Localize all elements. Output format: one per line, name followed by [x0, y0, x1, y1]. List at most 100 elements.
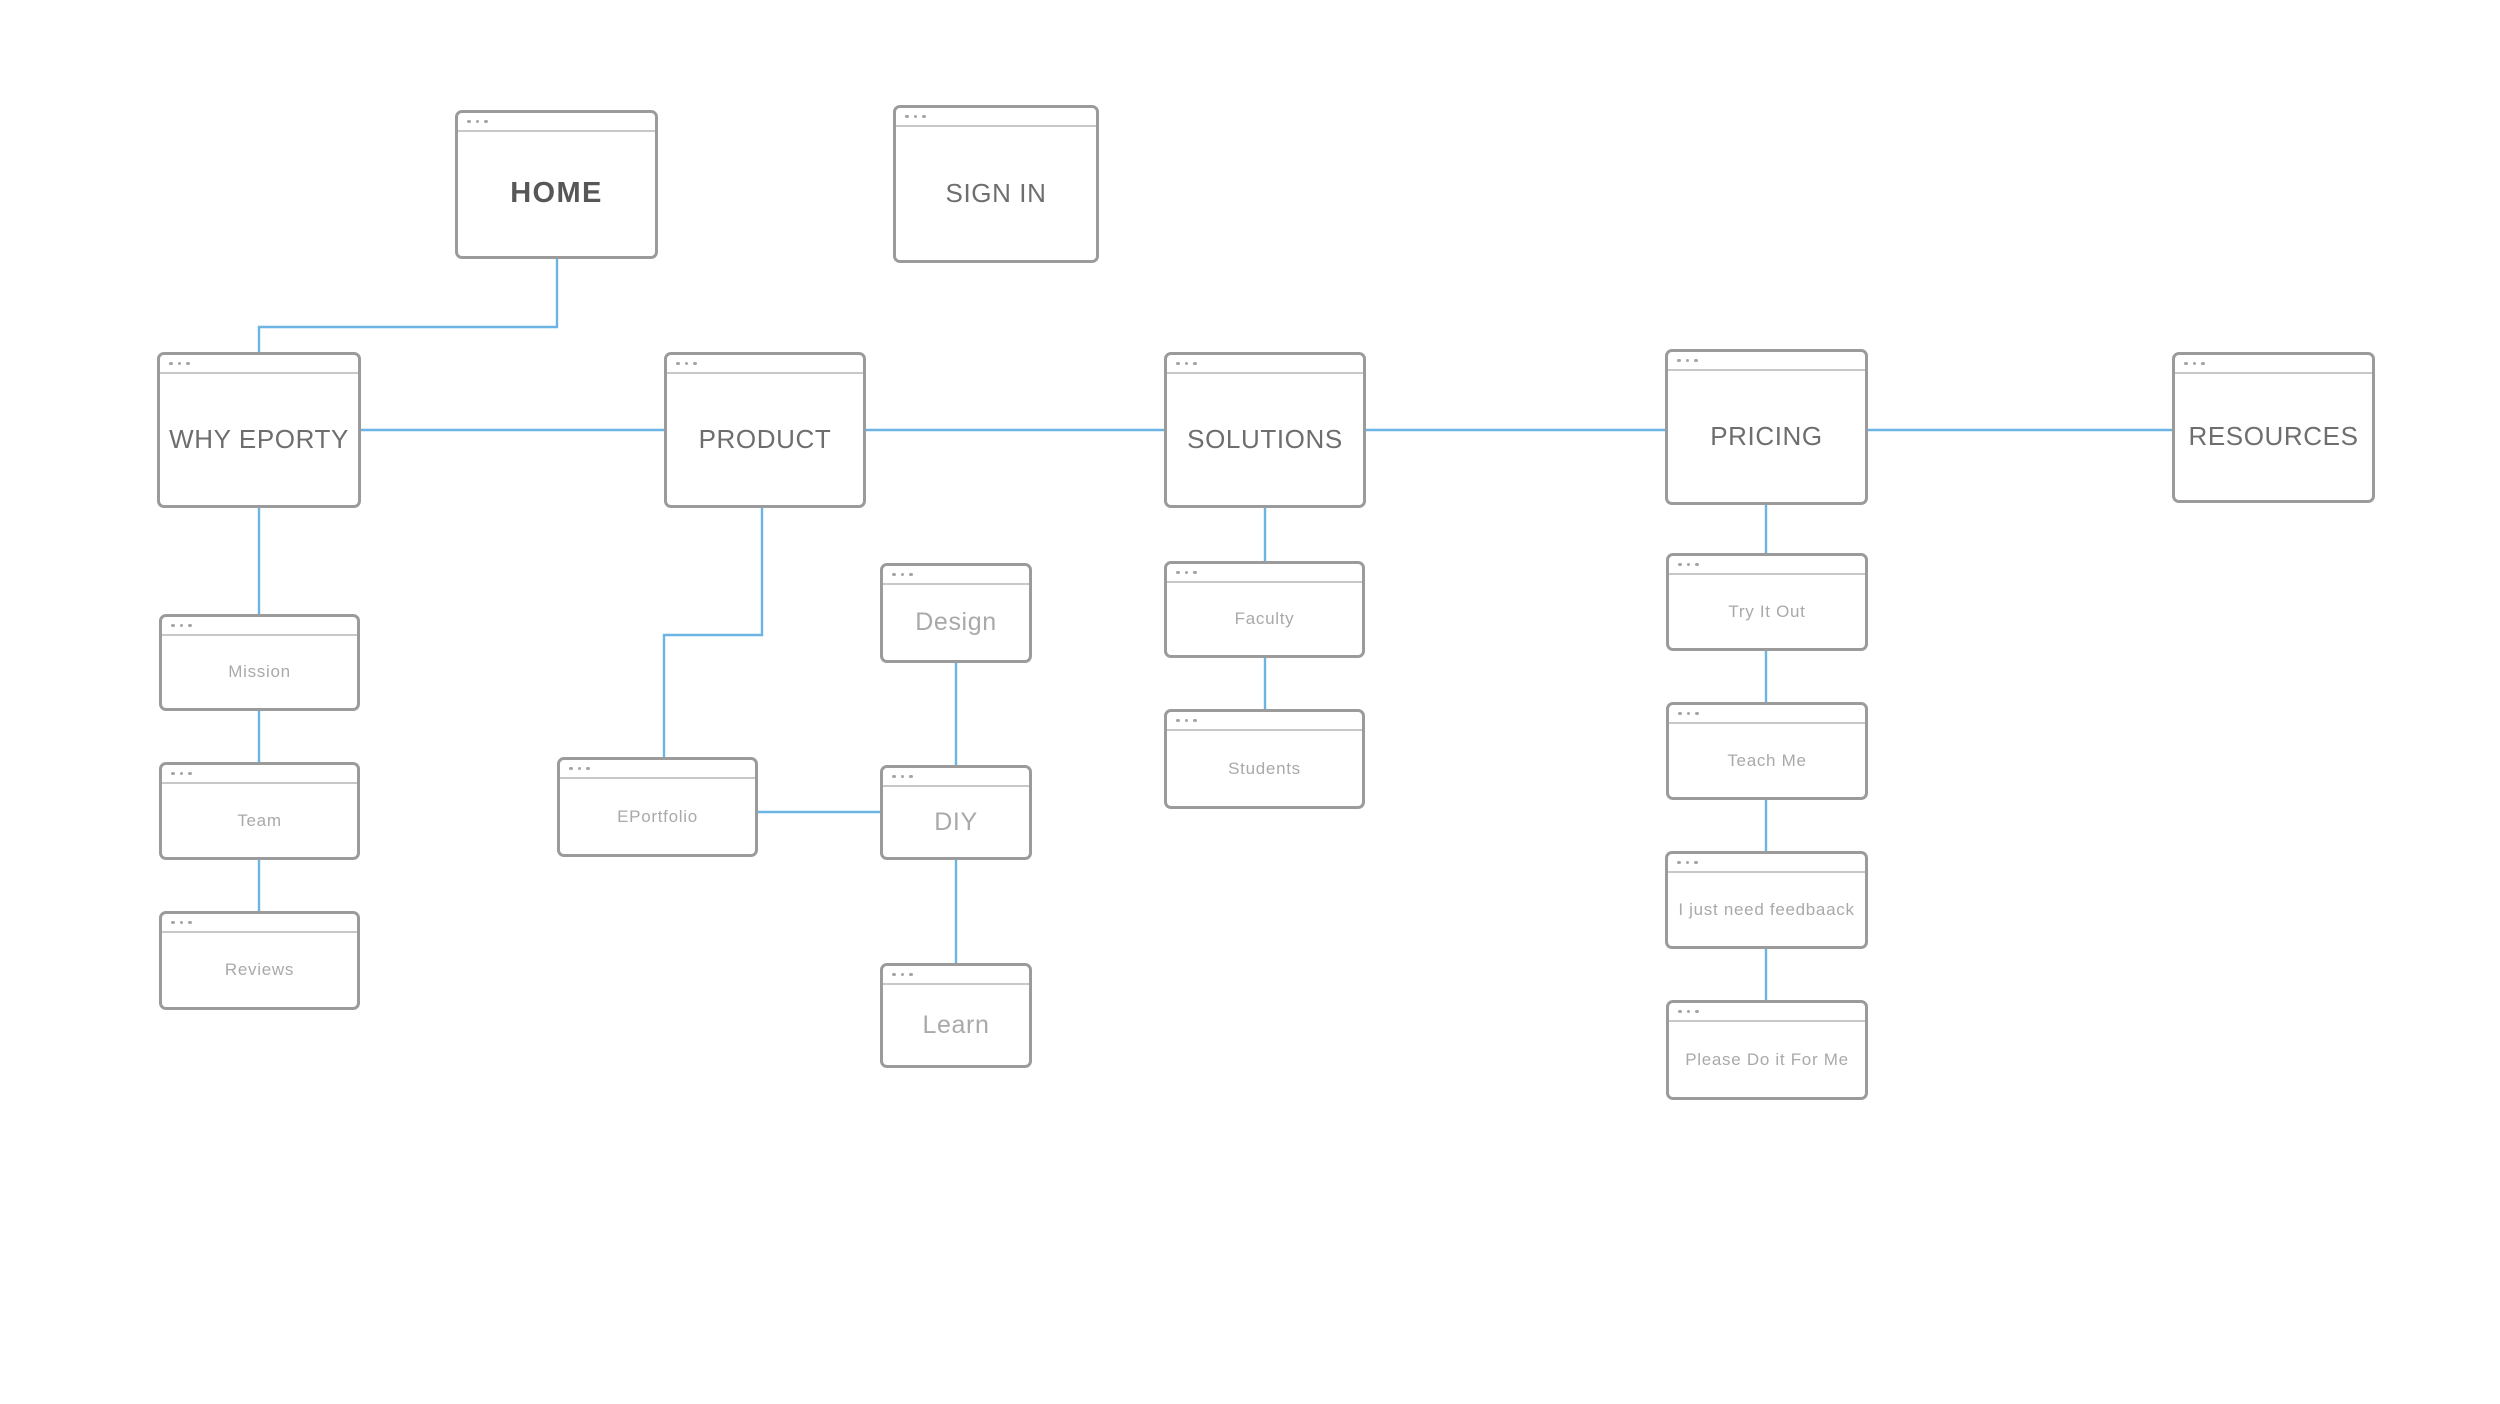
window-chrome	[1167, 564, 1362, 583]
window-dots-icon	[1677, 358, 1698, 363]
node-body: Students	[1167, 731, 1362, 806]
node-label-solutions: SOLUTIONS	[1187, 423, 1343, 454]
window-chrome	[1669, 705, 1865, 724]
node-body: Mission	[162, 636, 357, 708]
node-product[interactable]: PRODUCT	[664, 352, 866, 508]
node-label-reviews: Reviews	[224, 960, 295, 980]
node-do-it-for-me[interactable]: Please Do it For Me	[1666, 1000, 1868, 1100]
node-label-teach-me: Teach Me	[1727, 750, 1807, 770]
window-chrome	[1167, 712, 1362, 731]
window-chrome	[560, 760, 755, 779]
node-label-pricing: PRICING	[1710, 420, 1823, 451]
window-chrome	[162, 617, 357, 636]
window-dots-icon	[171, 771, 192, 776]
window-dots-icon	[169, 361, 190, 366]
node-feedback[interactable]: I just need feedbaack	[1665, 851, 1868, 949]
window-chrome	[883, 768, 1029, 787]
node-label-do-it-for-me: Please Do it For Me	[1685, 1049, 1849, 1069]
node-label-try-it-out: Try It Out	[1728, 601, 1806, 621]
window-chrome	[883, 966, 1029, 985]
window-dots-icon	[1677, 860, 1698, 865]
window-chrome	[162, 765, 357, 784]
node-diy[interactable]: DIY	[880, 765, 1032, 860]
window-dots-icon	[676, 361, 697, 366]
window-chrome	[1669, 556, 1865, 575]
node-body: SIGN IN	[896, 127, 1096, 260]
window-chrome	[1669, 1003, 1865, 1022]
node-body: WHY EPORTY	[160, 374, 358, 505]
node-body: I just need feedbaack	[1668, 873, 1865, 946]
node-body: PRICING	[1668, 371, 1865, 502]
window-chrome	[1668, 352, 1865, 371]
node-pricing[interactable]: PRICING	[1665, 349, 1868, 505]
window-dots-icon	[1678, 562, 1699, 567]
node-try-it-out[interactable]: Try It Out	[1666, 553, 1868, 651]
node-eportfolio[interactable]: EPortfolio	[557, 757, 758, 857]
node-label-design: Design	[915, 608, 997, 637]
node-body: Teach Me	[1669, 724, 1865, 797]
node-label-why-eporty: WHY EPORTY	[169, 423, 349, 454]
window-chrome	[1167, 355, 1363, 374]
window-dots-icon	[892, 774, 913, 779]
node-body: HOME	[458, 132, 655, 256]
window-dots-icon	[892, 572, 913, 577]
window-dots-icon	[467, 119, 488, 124]
node-label-faculty: Faculty	[1234, 609, 1295, 629]
node-label-students: Students	[1228, 758, 1301, 778]
node-why-eporty[interactable]: WHY EPORTY	[157, 352, 361, 508]
node-sign-in[interactable]: SIGN IN	[893, 105, 1099, 263]
node-label-feedback: I just need feedbaack	[1678, 899, 1855, 919]
node-body: Please Do it For Me	[1669, 1022, 1865, 1097]
node-label-home: HOME	[510, 177, 603, 210]
window-dots-icon	[1678, 1009, 1699, 1014]
window-dots-icon	[892, 972, 913, 977]
window-chrome	[458, 113, 655, 132]
node-body: Learn	[883, 985, 1029, 1065]
node-solutions[interactable]: SOLUTIONS	[1164, 352, 1366, 508]
node-label-learn: Learn	[922, 1010, 990, 1039]
node-label-resources: RESOURCES	[2188, 421, 2359, 452]
window-chrome	[896, 108, 1096, 127]
window-dots-icon	[2184, 361, 2205, 366]
node-label-mission: Mission	[228, 662, 291, 682]
node-students[interactable]: Students	[1164, 709, 1365, 809]
node-label-eportfolio: EPortfolio	[617, 806, 698, 826]
node-home[interactable]: HOME	[455, 110, 658, 259]
node-label-team: Team	[237, 810, 282, 830]
node-body: Team	[162, 784, 357, 857]
window-chrome	[883, 566, 1029, 585]
node-body: PRODUCT	[667, 374, 863, 505]
node-body: Faculty	[1167, 583, 1362, 655]
window-dots-icon	[171, 920, 192, 925]
window-dots-icon	[569, 766, 590, 771]
connector-product-to-eportfolio	[662, 508, 764, 757]
window-chrome	[1668, 854, 1865, 873]
node-body: EPortfolio	[560, 779, 755, 854]
node-faculty[interactable]: Faculty	[1164, 561, 1365, 658]
node-body: RESOURCES	[2175, 374, 2372, 500]
node-body: Design	[883, 585, 1029, 660]
node-teach-me[interactable]: Teach Me	[1666, 702, 1868, 800]
window-dots-icon	[1176, 570, 1197, 575]
node-label-sign-in: SIGN IN	[945, 177, 1047, 208]
node-team[interactable]: Team	[159, 762, 360, 860]
node-design[interactable]: Design	[880, 563, 1032, 663]
window-chrome	[160, 355, 358, 374]
node-learn[interactable]: Learn	[880, 963, 1032, 1068]
node-reviews[interactable]: Reviews	[159, 911, 360, 1010]
window-chrome	[2175, 355, 2372, 374]
node-body: Try It Out	[1669, 575, 1865, 648]
node-body: Reviews	[162, 933, 357, 1007]
node-label-product: PRODUCT	[698, 423, 832, 454]
node-resources[interactable]: RESOURCES	[2172, 352, 2375, 503]
node-body: SOLUTIONS	[1167, 374, 1363, 505]
window-dots-icon	[171, 623, 192, 628]
window-dots-icon	[1176, 718, 1197, 723]
window-dots-icon	[905, 114, 926, 119]
connector-home-to-why-eporty	[257, 259, 559, 352]
window-chrome	[162, 914, 357, 933]
node-body: DIY	[883, 787, 1029, 857]
node-mission[interactable]: Mission	[159, 614, 360, 711]
